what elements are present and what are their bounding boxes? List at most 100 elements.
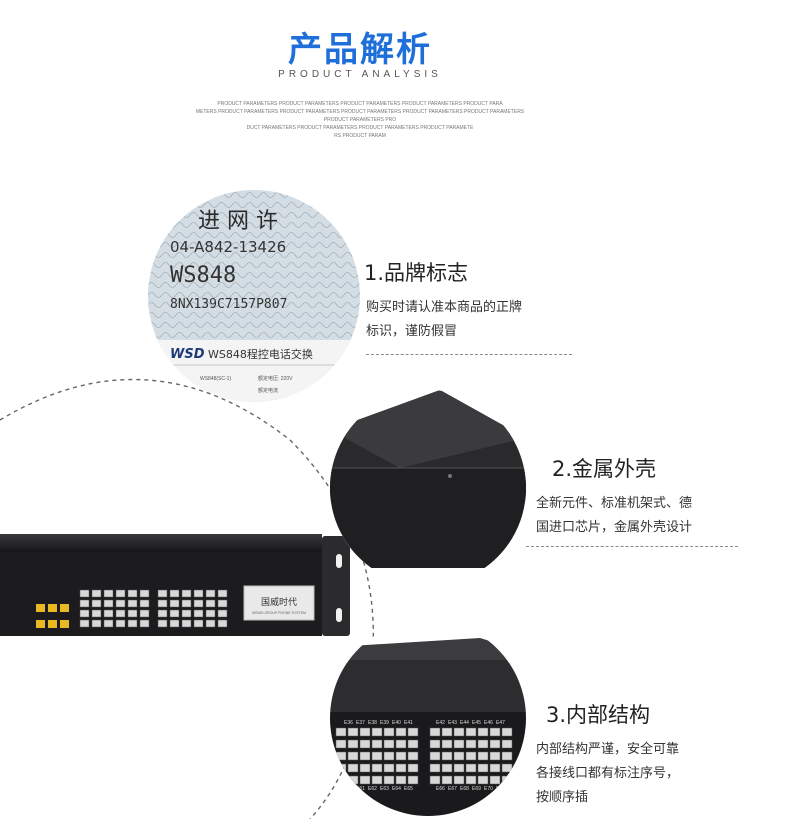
rj11-port	[441, 739, 453, 749]
rj11-port	[395, 775, 407, 785]
fine-line: DUCT PARAMETERS PRODUCT PARAMETERS PRODU…	[246, 125, 474, 131]
rj11-port	[477, 775, 489, 785]
rj11-port	[347, 751, 359, 761]
rj11-port	[157, 589, 168, 598]
rj11-port	[127, 609, 138, 618]
rj11-port	[453, 775, 465, 785]
feature-2-desc-line: 全新元件、标准机架式、德	[536, 496, 693, 511]
label-small-1: WS848(SC-1)	[200, 376, 231, 382]
rj11-port	[453, 763, 465, 773]
rj11-port	[91, 619, 102, 628]
fine-line: PRODUCT PARAMETERS PRO	[323, 117, 397, 123]
rj11-port	[103, 599, 114, 608]
rj11-port	[103, 619, 114, 628]
rj11-port	[181, 599, 192, 608]
label-line-2: 04-A842-13426	[170, 238, 286, 256]
feature-3-title: 3.内部结构	[546, 703, 651, 727]
fine-line: PRODUCT PARAMETERS PRODUCT PARAMETERS PR…	[217, 101, 503, 107]
rj11-port	[441, 751, 453, 761]
rj11-port	[359, 763, 371, 773]
feature-1-desc-line: 购买时请认准本商品的正牌	[366, 300, 523, 315]
feature-2-desc-line: 国进口芯片，金属外壳设计	[536, 520, 693, 535]
rj11-port	[91, 609, 102, 618]
port-label: E47	[496, 720, 505, 726]
rj11-port	[79, 599, 90, 608]
rj11-port	[169, 619, 180, 628]
rj11-port	[139, 599, 150, 608]
rj11-port	[139, 619, 150, 628]
feature-3-desc-line: 内部结构严谨，安全可靠	[536, 742, 680, 757]
port-label: E63	[380, 786, 389, 792]
rj11-port	[465, 775, 477, 785]
rj11-port	[139, 609, 150, 618]
rj11-port	[465, 751, 477, 761]
port-label: E69	[472, 786, 481, 792]
rj11-port	[429, 739, 441, 749]
rj11-port	[441, 775, 453, 785]
feature-3-desc-line: 各接线口都有标注序号，	[536, 766, 680, 781]
rj11-port	[407, 739, 419, 749]
rj11-port	[169, 609, 180, 618]
feature-2-divider	[526, 546, 738, 547]
rj11-port	[127, 589, 138, 598]
label-small-3: 额定电流	[258, 387, 278, 394]
rj11-port	[465, 763, 477, 773]
port-label: E68	[460, 786, 469, 792]
port-label: E44	[460, 720, 469, 726]
rj11-port	[193, 589, 204, 598]
rj11-port	[193, 609, 204, 618]
rj11-port	[115, 589, 126, 598]
rj11-port	[407, 775, 419, 785]
rj11-port	[441, 727, 453, 737]
page-subtitle: PRODUCT ANALYSIS	[278, 69, 442, 80]
rj11-port	[359, 727, 371, 737]
rj11-port	[489, 763, 501, 773]
rj11-port	[193, 619, 204, 628]
rj11-port	[157, 619, 168, 628]
port-label: E64	[392, 786, 401, 792]
rj11-port	[429, 751, 441, 761]
fine-print: PRODUCT PARAMETERS PRO DUCT PARAMETERS PR…	[150, 100, 570, 140]
rj11-port	[103, 589, 114, 598]
rj11-port	[441, 763, 453, 773]
internal-structure-photo: E36 E37 E38 E39 E40 E41 E42 E43 E44 E45 …	[330, 620, 526, 816]
port-label: E46	[484, 720, 493, 726]
rj11-port	[501, 751, 513, 761]
rj11-port	[157, 609, 168, 618]
rj11-port	[79, 619, 90, 628]
port-label: E71	[496, 786, 505, 792]
rj11-port	[383, 751, 395, 761]
rj11-port	[103, 609, 114, 618]
rj11-port	[347, 727, 359, 737]
rj11-port	[371, 763, 383, 773]
brand-label-photo: 进 网 许 04-A842-13426 WS848 8NX139C7157P80…	[148, 190, 360, 402]
rj11-port	[453, 727, 465, 737]
rj11-port	[501, 775, 513, 785]
port-label: E43	[448, 720, 457, 726]
rj11-port	[91, 599, 102, 608]
rj11-port	[465, 727, 477, 737]
rj11-port	[347, 739, 359, 749]
rj11-port	[371, 727, 383, 737]
plate-text: 国威时代	[261, 596, 297, 608]
port-label: E42	[436, 720, 445, 726]
feature-2-title: 2.金属外壳	[552, 457, 657, 481]
rj11-port	[217, 599, 228, 608]
feature-1-desc: 购买时请认准本商品的正牌 标识，谨防假冒	[366, 296, 522, 344]
rj11-port	[489, 739, 501, 749]
rj11-port	[383, 775, 395, 785]
rj11-port	[395, 751, 407, 761]
rj11-port	[205, 599, 216, 608]
rj11-port	[193, 599, 204, 608]
rj11-port	[395, 739, 407, 749]
rj11-port	[169, 599, 180, 608]
port-label: E40	[392, 720, 401, 726]
rj11-port	[347, 763, 359, 773]
port-label: E65	[404, 786, 413, 792]
rj11-port	[407, 727, 419, 737]
rj11-port	[217, 609, 228, 618]
rj11-port	[429, 763, 441, 773]
rj11-port	[395, 727, 407, 737]
feature-1-title: 1.品牌标志	[364, 261, 469, 285]
label-small-2: 额定电压: 220V	[258, 375, 293, 382]
